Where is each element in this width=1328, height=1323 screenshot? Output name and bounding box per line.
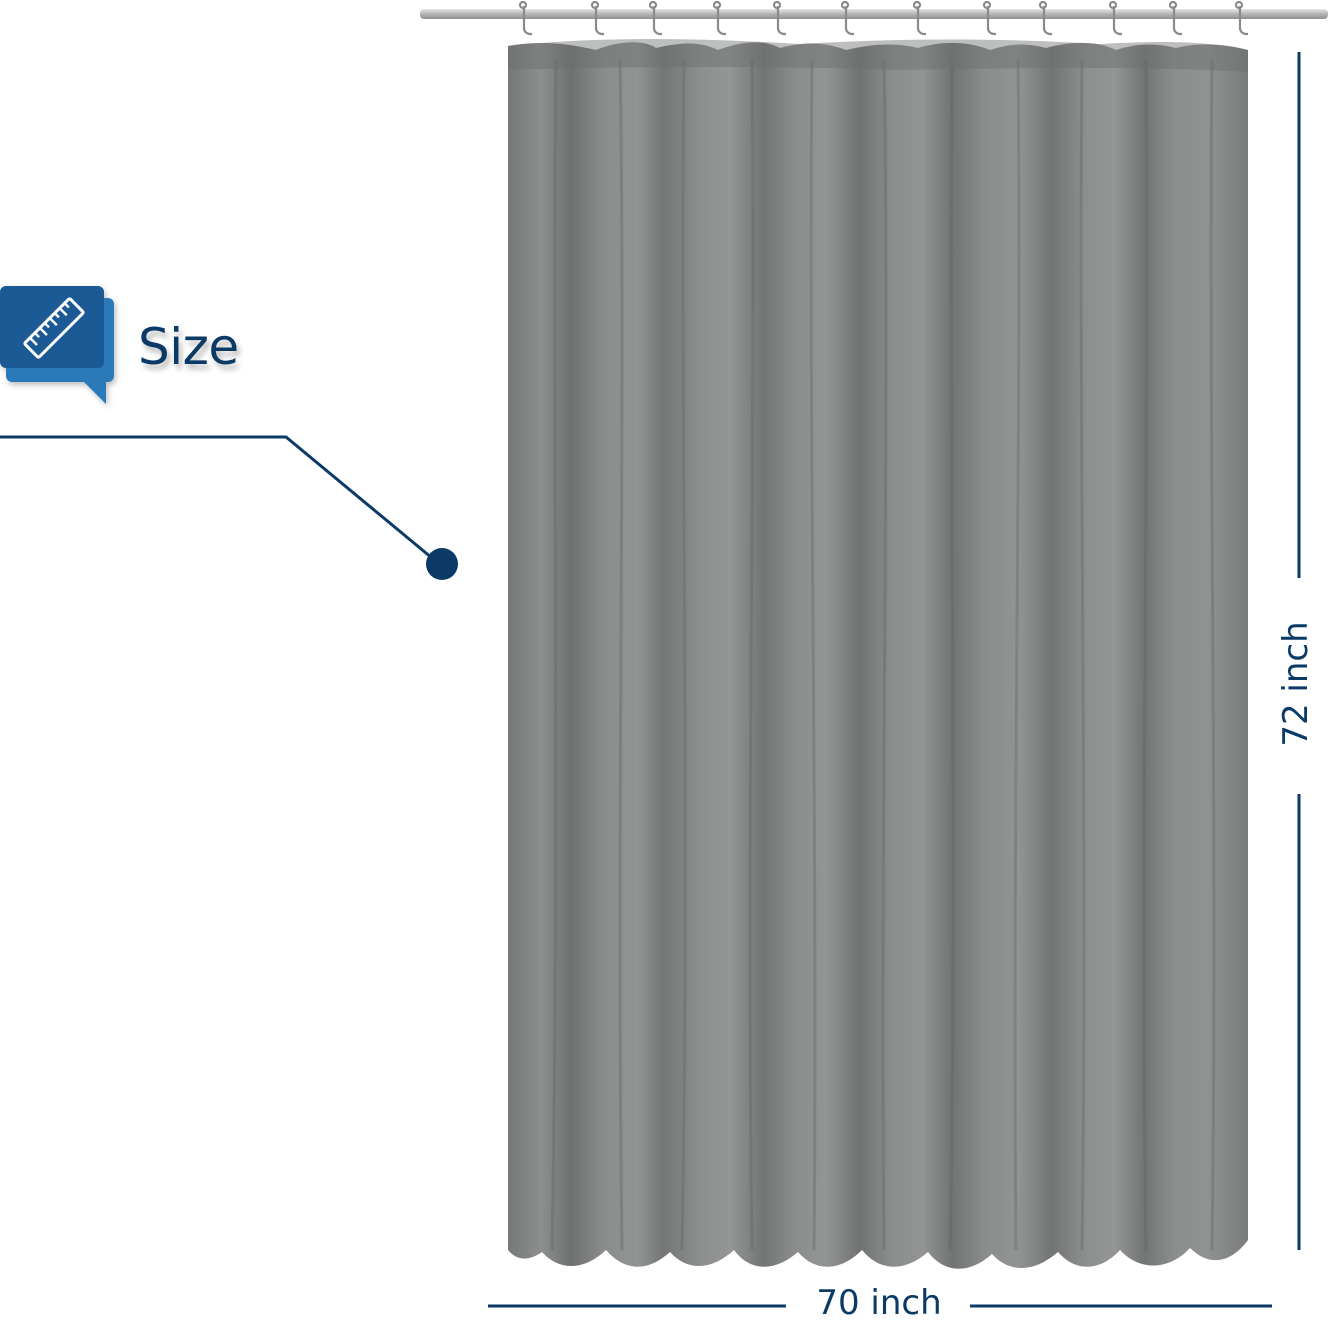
pointer-line <box>0 435 458 580</box>
curtain-hook-icon <box>518 0 1248 36</box>
shower-curtain <box>508 39 1248 1269</box>
size-title: Size <box>138 318 239 376</box>
speech-bubble-icon <box>0 286 114 404</box>
size-badge <box>0 286 114 404</box>
ruler-icon <box>23 297 85 359</box>
height-label: 72 inch <box>1276 621 1316 747</box>
width-label: 70 inch <box>816 1283 942 1323</box>
pointer-dot <box>426 548 458 580</box>
shower-rod <box>420 9 1328 19</box>
